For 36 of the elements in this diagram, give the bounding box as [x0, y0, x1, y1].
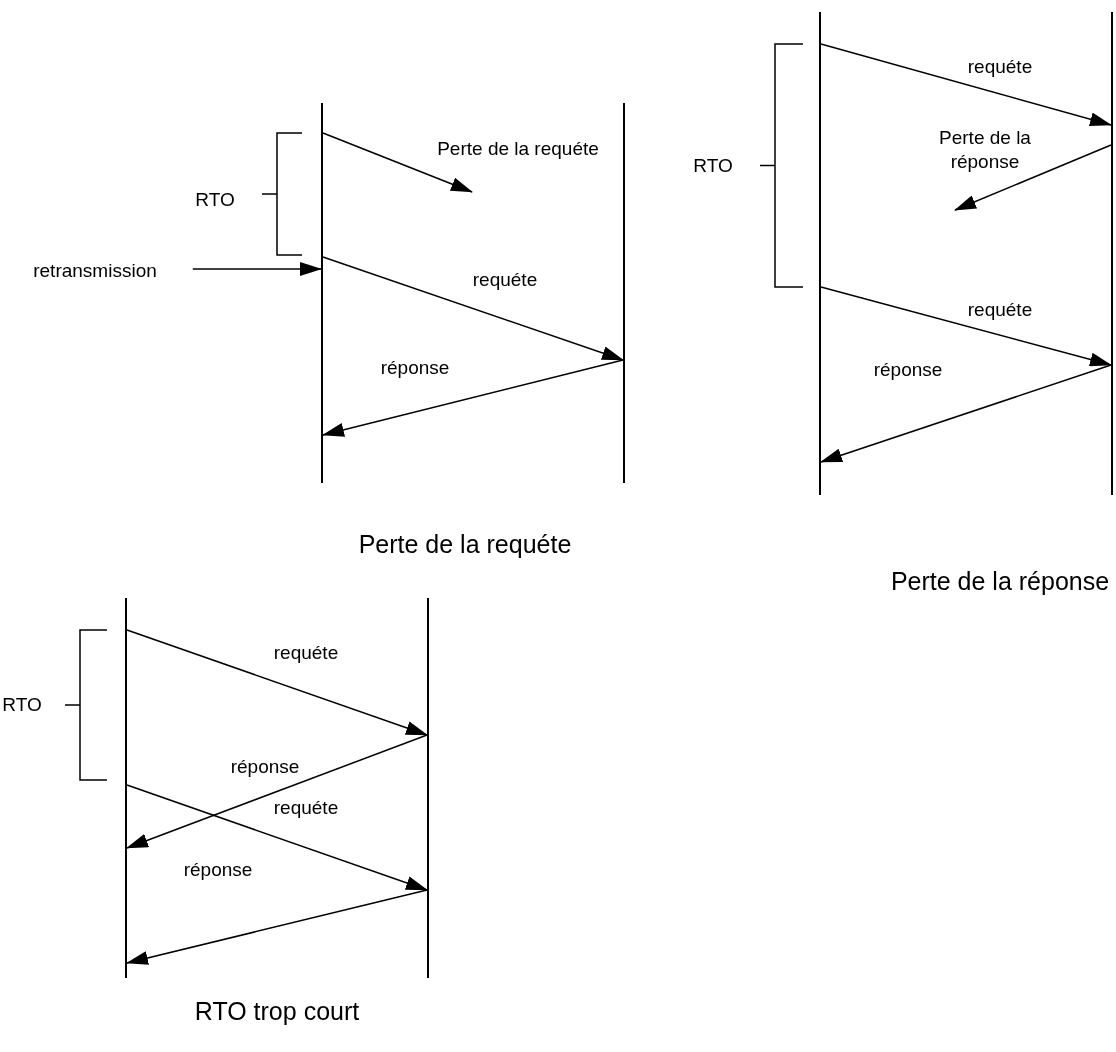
arrow — [322, 359, 624, 437]
edge-label: réponse — [380, 356, 450, 380]
lifeline — [427, 598, 429, 978]
bracket-label: RTO — [2, 693, 42, 717]
arrow — [126, 629, 428, 736]
arrow — [322, 132, 473, 193]
arrow — [820, 286, 1112, 367]
edge-label: réponse — [183, 858, 253, 882]
arrow — [820, 43, 1112, 127]
edge-label: requéte — [967, 55, 1033, 79]
edge-label: réponse — [230, 755, 300, 779]
arrow — [954, 144, 1112, 211]
lifeline — [125, 598, 127, 978]
arrow — [322, 256, 624, 361]
lifeline — [1111, 12, 1113, 495]
bracket-label: RTO — [693, 154, 733, 178]
diagram-caption: RTO trop court — [194, 996, 360, 1028]
diagram-caption: Perte de la réponse — [890, 566, 1110, 598]
arrow — [126, 734, 428, 849]
lifeline — [819, 12, 821, 495]
edge-label: requéte — [273, 641, 339, 665]
edge-label: Perte de la réponse — [938, 126, 1032, 174]
diagram-caption: Perte de la requéte — [358, 529, 572, 561]
edge-label: requéte — [273, 796, 339, 820]
lifeline — [321, 103, 323, 483]
edge-label: requéte — [472, 268, 538, 292]
edge-label: réponse — [873, 358, 943, 382]
bracket-label: RTO — [195, 188, 235, 212]
arrow — [192, 262, 322, 276]
lifeline — [623, 103, 625, 483]
edge-label: Perte de la requéte — [437, 137, 599, 161]
edge-label: requéte — [967, 298, 1033, 322]
text-label: retransmission — [33, 259, 157, 283]
arrow — [126, 889, 428, 965]
arrow — [820, 364, 1112, 463]
arrow — [126, 784, 428, 891]
